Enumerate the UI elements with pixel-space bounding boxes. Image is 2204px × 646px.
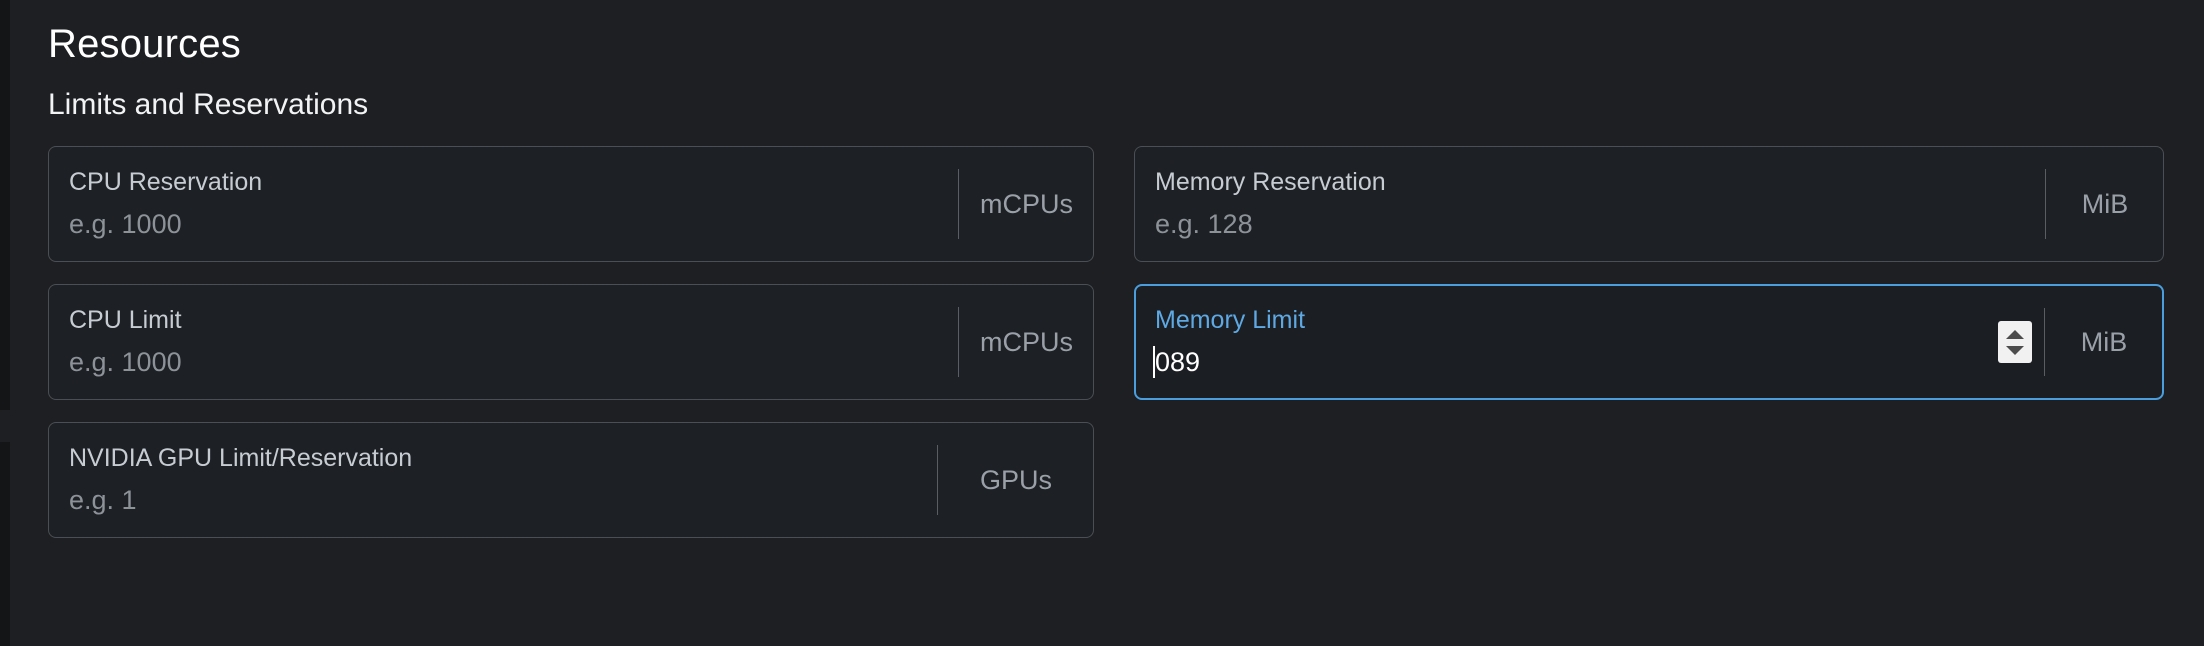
- left-edge-strip-top: [0, 0, 10, 410]
- fields-grid: CPU Reservation e.g. 1000 mCPUs Memory R…: [48, 146, 2164, 538]
- cpu-limit-main[interactable]: CPU Limit e.g. 1000: [49, 285, 958, 399]
- gpu-limit-column: NVIDIA GPU Limit/Reservation e.g. 1 GPUs: [48, 422, 1094, 538]
- cpu-reservation-placeholder: e.g. 1000: [69, 209, 182, 239]
- field-row-reservations: CPU Reservation e.g. 1000 mCPUs Memory R…: [48, 146, 2164, 262]
- memory-limit-field[interactable]: Memory Limit 089 M: [1134, 284, 2164, 400]
- memory-limit-stepper[interactable]: [1998, 321, 2032, 363]
- triangle-down-icon[interactable]: [2006, 345, 2024, 355]
- memory-limit-unit: MiB: [2044, 286, 2162, 398]
- memory-limit-main[interactable]: Memory Limit 089: [1136, 286, 1998, 398]
- memory-limit-value-text: 089: [1155, 347, 1201, 377]
- cpu-limit-unit: mCPUs: [958, 285, 1093, 399]
- cpu-reservation-main[interactable]: CPU Reservation e.g. 1000: [49, 147, 958, 261]
- cpu-reservation-column: CPU Reservation e.g. 1000 mCPUs: [48, 146, 1094, 262]
- memory-reservation-label: Memory Reservation: [1155, 168, 1386, 196]
- gpu-limit-main[interactable]: NVIDIA GPU Limit/Reservation e.g. 1: [49, 423, 937, 537]
- memory-limit-column: Memory Limit 089 M: [1134, 284, 2164, 400]
- gpu-limit-field[interactable]: NVIDIA GPU Limit/Reservation e.g. 1 GPUs: [48, 422, 1094, 538]
- cpu-limit-placeholder: e.g. 1000: [69, 347, 182, 377]
- memory-reservation-unit: MiB: [2045, 147, 2163, 261]
- memory-reservation-placeholder: e.g. 128: [1155, 209, 1253, 239]
- cpu-reservation-value-wrap[interactable]: e.g. 1000: [69, 207, 958, 241]
- memory-reservation-main[interactable]: Memory Reservation e.g. 128: [1135, 147, 2045, 261]
- memory-limit-label: Memory Limit: [1155, 306, 1306, 334]
- left-edge-strip-bottom: [0, 442, 10, 646]
- field-row-gpu: NVIDIA GPU Limit/Reservation e.g. 1 GPUs: [48, 422, 2158, 538]
- cpu-limit-field[interactable]: CPU Limit e.g. 1000 mCPUs: [48, 284, 1094, 400]
- cpu-limit-value-wrap[interactable]: e.g. 1000: [69, 345, 958, 379]
- gpu-limit-unit: GPUs: [937, 423, 1093, 537]
- gpu-limit-placeholder: e.g. 1: [69, 485, 137, 515]
- memory-limit-value-wrap[interactable]: 089: [1153, 345, 1998, 379]
- memory-reservation-value-wrap[interactable]: e.g. 128: [1155, 207, 2045, 241]
- cpu-reservation-unit: mCPUs: [958, 147, 1093, 261]
- gpu-limit-value-wrap[interactable]: e.g. 1: [69, 483, 937, 517]
- cpu-reservation-label: CPU Reservation: [69, 168, 263, 196]
- memory-reservation-column: Memory Reservation e.g. 128 MiB: [1134, 146, 2164, 262]
- section-subtitle: Limits and Reservations: [48, 88, 369, 121]
- gpu-limit-label: NVIDIA GPU Limit/Reservation: [69, 444, 413, 472]
- triangle-up-icon[interactable]: [2006, 329, 2024, 339]
- cpu-limit-column: CPU Limit e.g. 1000 mCPUs: [48, 284, 1094, 400]
- memory-limit-input[interactable]: 089: [1153, 345, 1201, 379]
- field-row-limits: CPU Limit e.g. 1000 mCPUs Memory Limit: [48, 284, 2164, 400]
- cpu-limit-label: CPU Limit: [69, 306, 182, 334]
- memory-reservation-field[interactable]: Memory Reservation e.g. 128 MiB: [1134, 146, 2164, 262]
- text-caret: [1153, 346, 1155, 378]
- page-title: Resources: [48, 22, 241, 66]
- cpu-reservation-field[interactable]: CPU Reservation e.g. 1000 mCPUs: [48, 146, 1094, 262]
